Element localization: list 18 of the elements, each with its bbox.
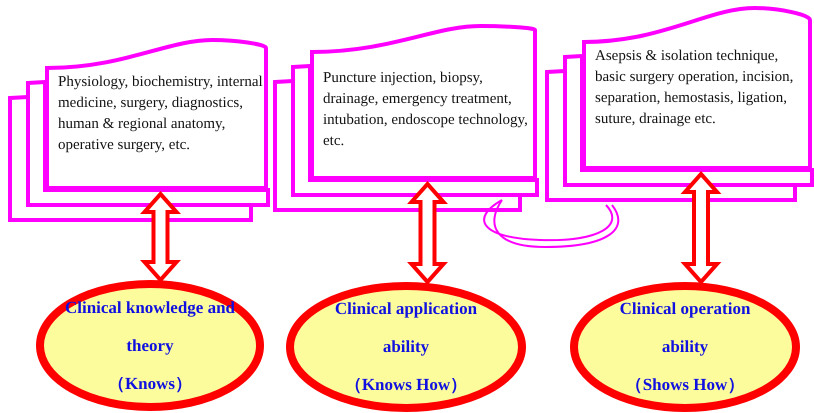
ellipse <box>286 282 526 412</box>
document-card <box>310 24 537 180</box>
ellipse-title: Clinical operation ability <box>618 298 752 358</box>
ellipse-subtitle: （Knows） <box>108 372 192 394</box>
ellipse-subtitle: （Knows How） <box>344 374 468 396</box>
card-text: Physiology, biochemistry, internal medicine, surgery, diagnostics, human & regional anatomy, operative surgery, etc. <box>57 73 264 155</box>
ellipse-subtitle: （Shows How） <box>626 374 744 396</box>
double-arrow <box>407 180 448 286</box>
ellipse-title: Clinical application ability <box>334 298 478 358</box>
ellipse-title: Clinical knowledge and theory <box>64 296 236 357</box>
ellipse <box>36 280 264 411</box>
document-card <box>582 6 812 170</box>
card-text: Puncture injection, biopsy, drainage, emergency treatment, intubation, endoscope technology, etc. <box>322 69 529 151</box>
card-text: Asepsis & isolation technique, basic surgery operation, incision, separation, hemostasis, ligation, suture, drainage etc. <box>594 47 794 129</box>
document-card <box>45 38 268 190</box>
ellipse <box>570 282 800 412</box>
double-arrow <box>680 170 722 286</box>
double-arrow <box>140 190 181 284</box>
